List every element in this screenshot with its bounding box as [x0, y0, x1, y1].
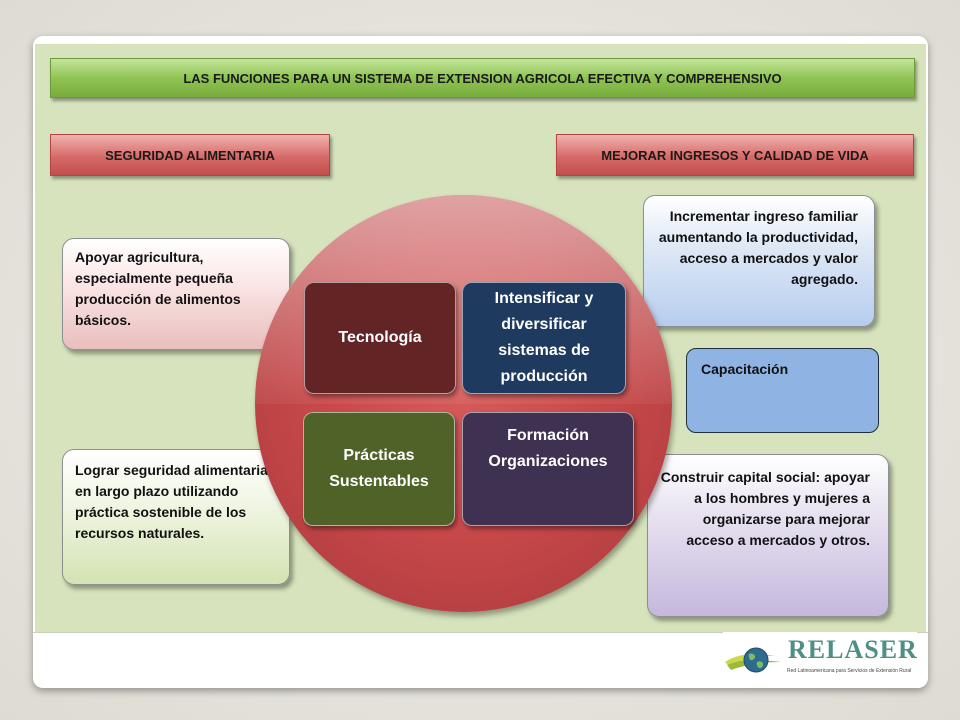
header-seguridad-alimentaria: SEGURIDAD ALIMENTARIA [50, 134, 330, 176]
footer-divider [33, 632, 928, 633]
tile-tecnologia: Tecnología [304, 282, 456, 394]
logo-subtitle: Red Latinoamericana para Servicios de Ex… [787, 668, 912, 674]
logo-name: RELASER [788, 635, 918, 664]
center-circle [255, 195, 672, 612]
box-capital-social: Construir capital social: apoyar a los h… [647, 454, 889, 617]
globe-leaf-icon [725, 647, 781, 673]
diagram-title: LAS FUNCIONES PARA UN SISTEMA DE EXTENSI… [50, 58, 915, 98]
header-mejorar-ingresos: MEJORAR INGRESOS Y CALIDAD DE VIDA [556, 134, 914, 176]
box-lograr-seguridad: Lograr seguridad alimentaria en largo pl… [62, 449, 290, 585]
relaser-logo: RELASER Red Latinoamericana para Servici… [723, 632, 917, 680]
tile-practicas-sustentables: Prácticas Sustentables [303, 412, 455, 526]
box-incrementar-ingreso: Incrementar ingreso familiar aumentando … [643, 195, 875, 327]
tile-formacion-organizaciones: Formación Organizaciones [462, 412, 634, 526]
tile-intensificar: Intensificar y diversificar sistemas de … [462, 282, 626, 394]
box-apoyar-agricultura: Apoyar agricultura, especialmente pequeñ… [62, 238, 290, 350]
box-capacitacion: Capacitación [686, 348, 879, 433]
